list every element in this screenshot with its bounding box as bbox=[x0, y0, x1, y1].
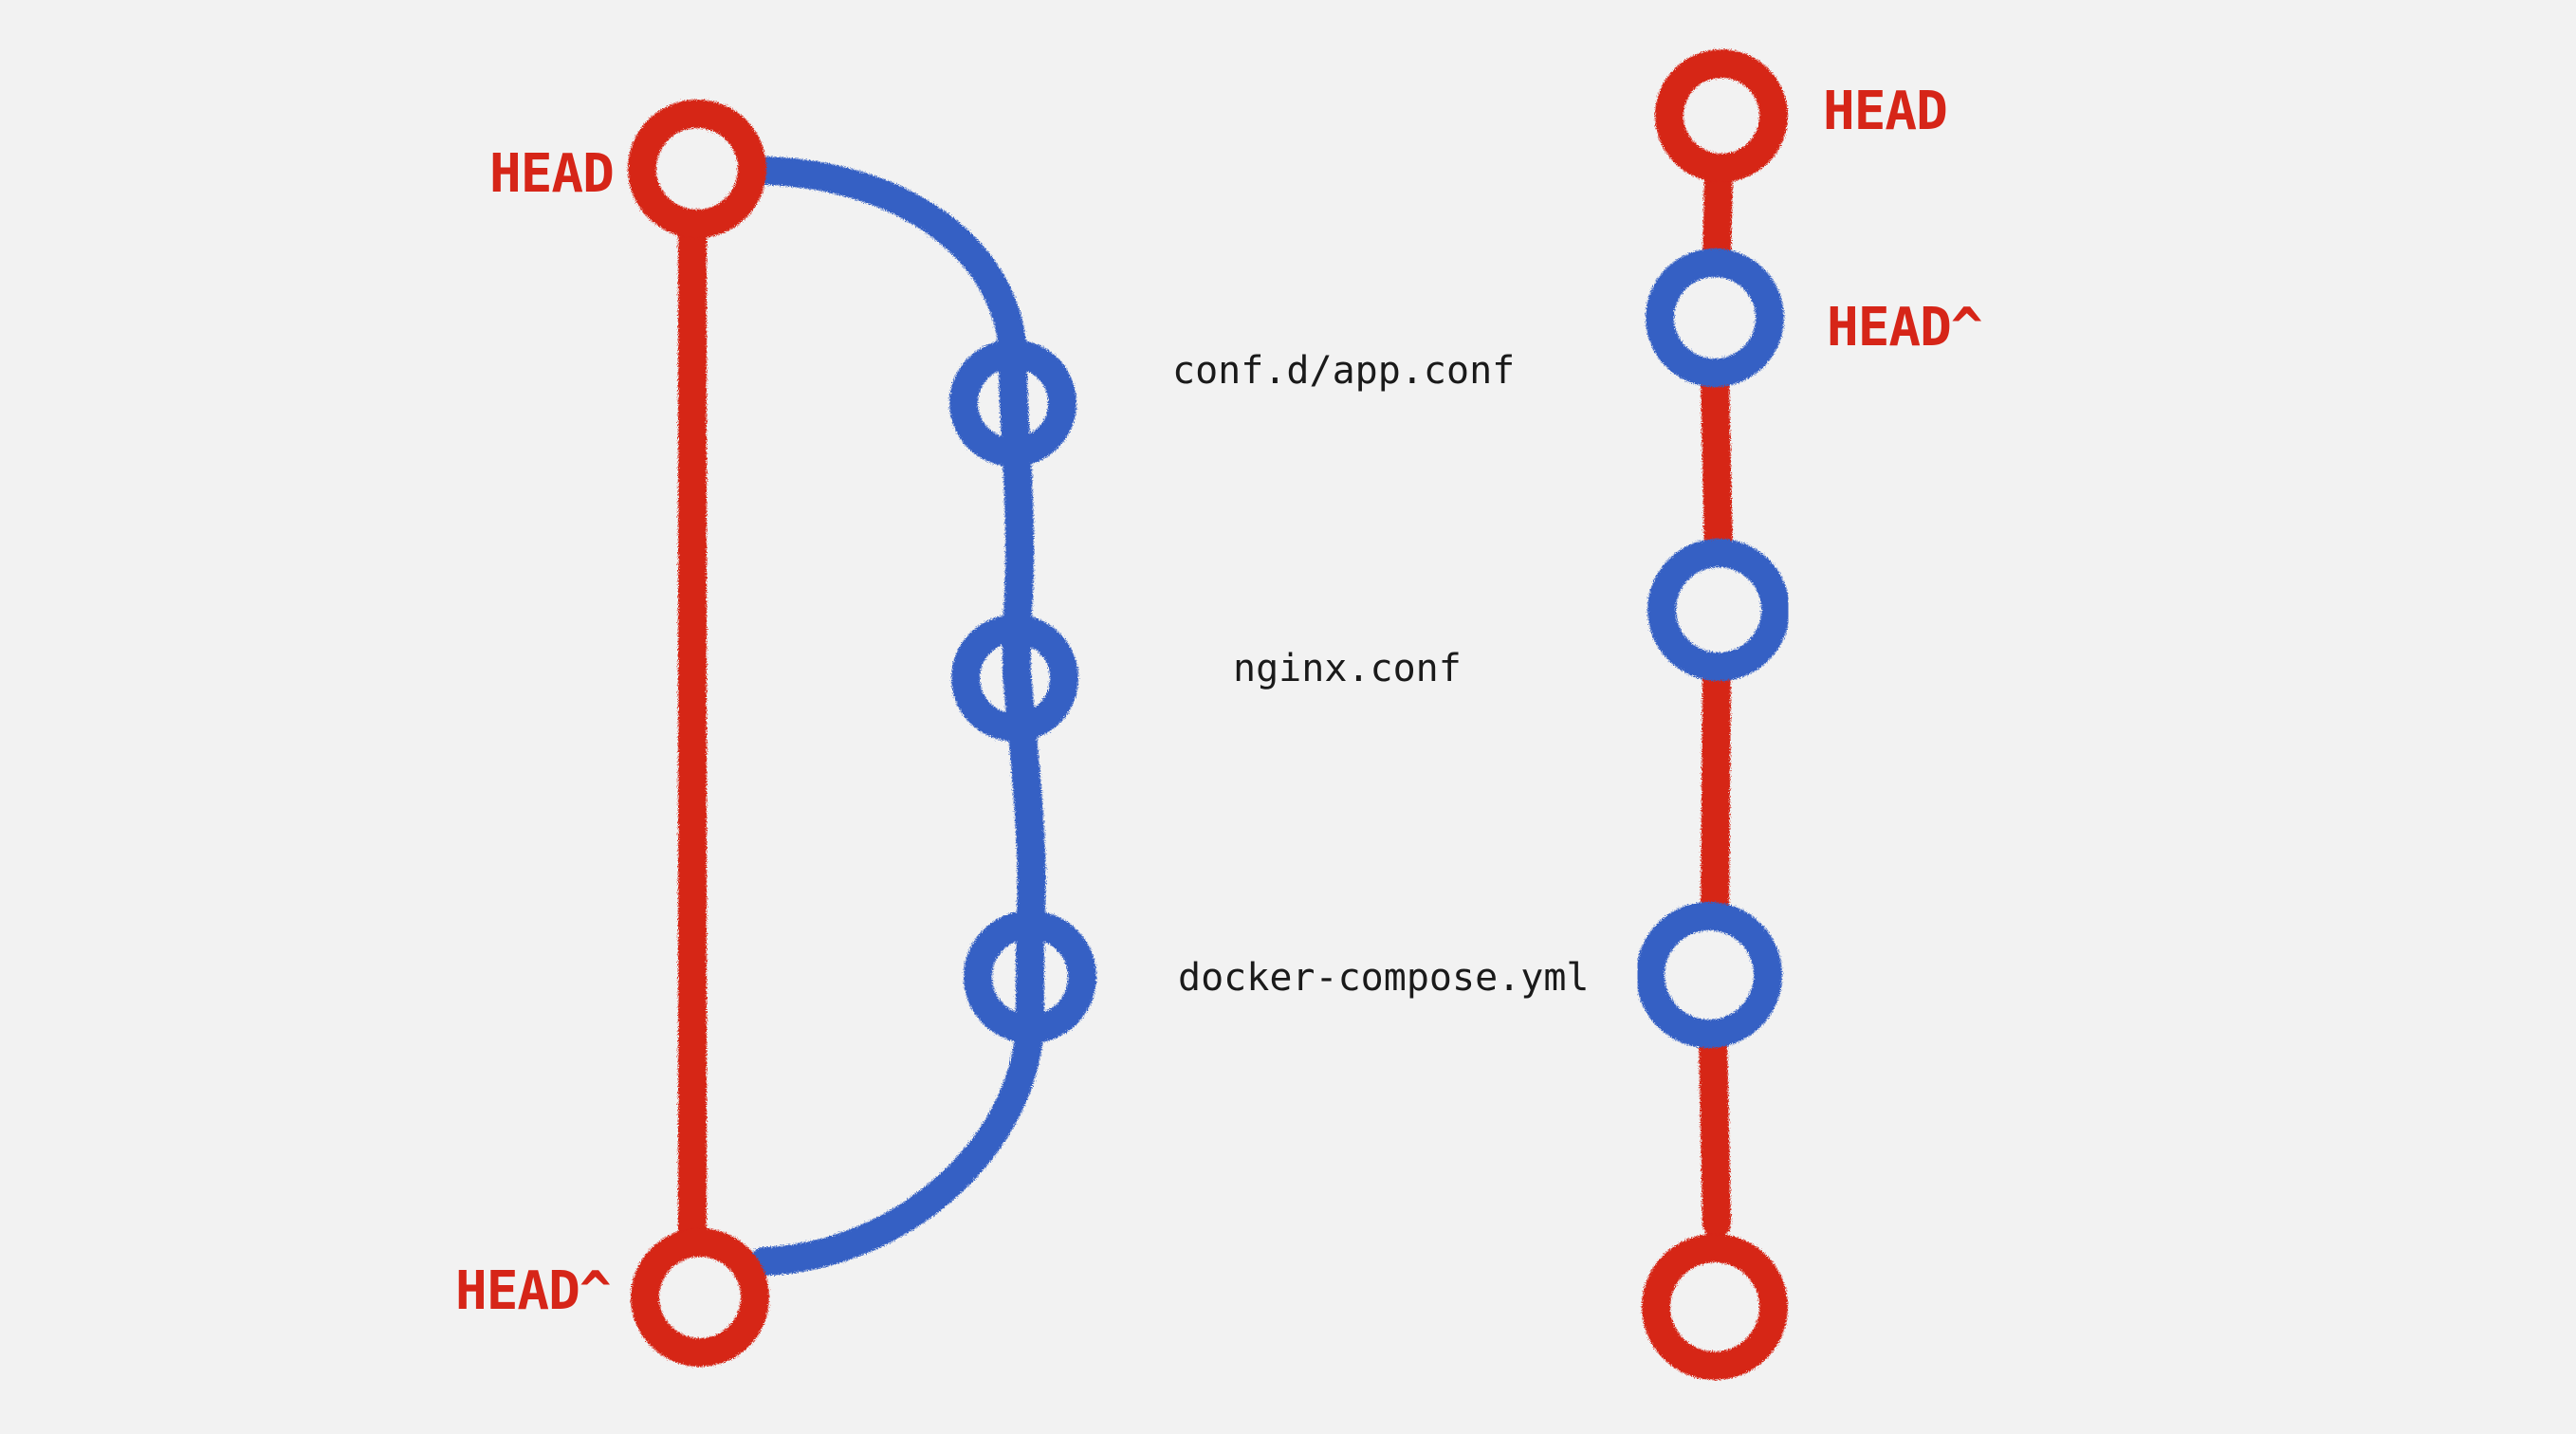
right-head-parent-label: HEAD^ bbox=[1827, 297, 1982, 358]
file-label-nginx-conf: nginx.conf bbox=[1233, 647, 1462, 690]
right-commit-blue-1 bbox=[1646, 248, 1784, 387]
right-head-label: HEAD bbox=[1823, 81, 1947, 142]
left-head-commit bbox=[628, 100, 766, 238]
right-segment-1 bbox=[1702, 161, 1733, 275]
right-segment-3 bbox=[1701, 659, 1731, 925]
left-feature-branch-line bbox=[749, 156, 1046, 1276]
right-segment-2 bbox=[1701, 365, 1733, 564]
right-graph bbox=[1636, 49, 1790, 1380]
file-label-app-conf: conf.d/app.conf bbox=[1172, 349, 1515, 393]
right-commit-blue-3 bbox=[1636, 902, 1782, 1048]
right-segment-4 bbox=[1699, 1024, 1731, 1238]
left-feature-commit-3 bbox=[964, 910, 1096, 1043]
left-feature-commit-2 bbox=[951, 615, 1078, 742]
right-commit-blue-2 bbox=[1647, 539, 1790, 681]
file-label-docker-compose: docker-compose.yml bbox=[1178, 956, 1589, 1000]
right-head-commit bbox=[1655, 49, 1788, 182]
right-commit-red-bottom bbox=[1642, 1234, 1788, 1380]
left-head-parent-label: HEAD^ bbox=[455, 1260, 611, 1322]
left-head-label: HEAD bbox=[489, 143, 614, 205]
left-feature-commit-1 bbox=[949, 340, 1076, 467]
left-graph bbox=[628, 100, 1096, 1367]
left-head-parent-commit bbox=[631, 1228, 769, 1367]
